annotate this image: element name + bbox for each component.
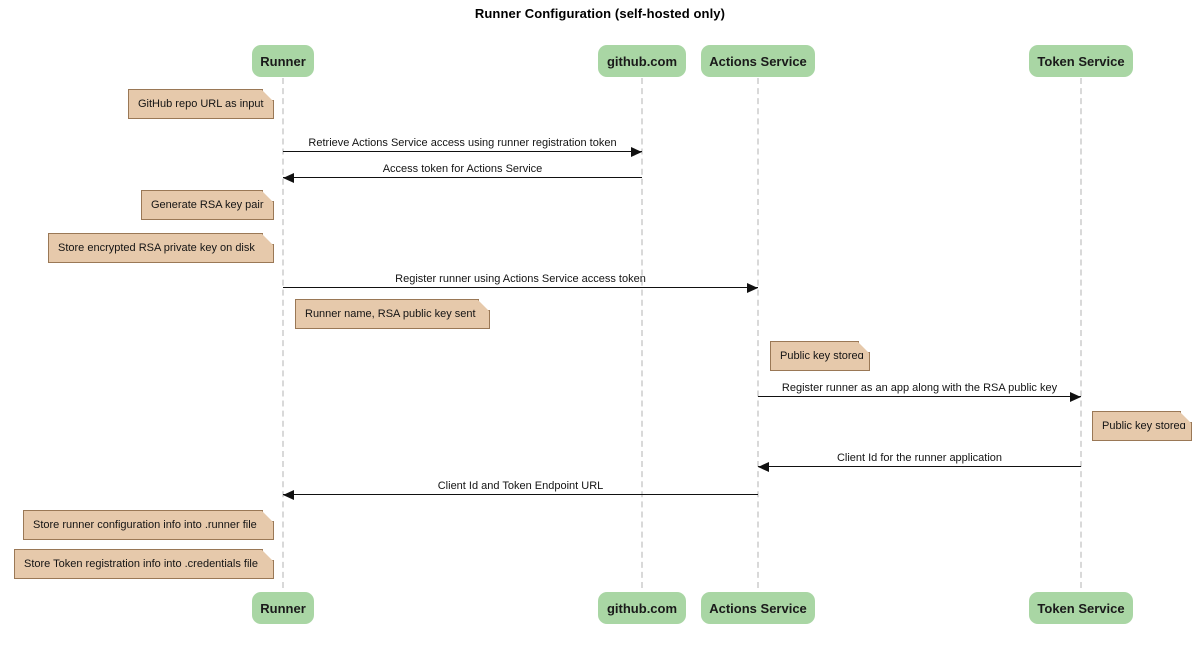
participant-label: github.com [606,53,678,69]
arrowhead-left-icon [283,173,294,183]
note-n4: Runner name, RSA public key sent [295,299,490,329]
lifeline-token [1080,78,1082,588]
message-line-m6 [283,490,758,500]
message-label-m2: Access token for Actions Service [382,163,543,175]
arrowhead-left-icon [283,490,294,500]
note-text: Public key stored [1102,420,1186,432]
note-n8: Store Token registration info into .cred… [14,549,274,579]
message-line-m1 [283,147,642,157]
note-fold-corner-icon [262,90,273,101]
message-label-m1: Retrieve Actions Service access using ru… [308,137,617,149]
message-line-m3 [283,283,758,293]
note-text: Public key stored [780,350,864,362]
note-n7: Store runner configuration info into .ru… [23,510,274,540]
note-n6: Public key stored [1092,411,1192,441]
message-line-m5 [758,462,1081,472]
message-label-m4: Register runner as an app along with the… [781,382,1058,394]
lifeline-github [641,78,643,588]
note-text: Runner name, RSA public key sent [305,308,476,320]
arrowhead-right-icon [1070,392,1081,402]
participant-label: Token Service [1037,53,1125,69]
note-fold-corner-icon [262,550,273,561]
note-text: Generate RSA key pair [151,199,264,211]
participant-token-top[interactable]: Token Service [1029,45,1133,77]
participant-github-top[interactable]: github.com [598,45,686,77]
participant-actions-bottom[interactable]: Actions Service [701,592,815,624]
note-n5: Public key stored [770,341,870,371]
message-line-m4 [758,392,1081,402]
note-fold-corner-icon [478,300,489,311]
note-fold-corner-icon [262,234,273,245]
page-title: Runner Configuration (self-hosted only) [474,6,726,21]
participant-label: Token Service [1037,600,1125,616]
note-n3: Store encrypted RSA private key on disk [48,233,274,263]
participant-actions-top[interactable]: Actions Service [701,45,815,77]
note-text: Store runner configuration info into .ru… [33,519,257,531]
message-label-m6: Client Id and Token Endpoint URL [437,480,604,492]
participant-label: Actions Service [709,53,807,69]
participant-label: Runner [260,53,306,69]
participant-token-bottom[interactable]: Token Service [1029,592,1133,624]
note-fold-corner-icon [858,342,869,353]
note-fold-corner-icon [1180,412,1191,423]
note-text: GitHub repo URL as input [138,98,264,110]
message-line-m2 [283,173,642,183]
participant-label: Runner [260,600,306,616]
note-fold-corner-icon [262,191,273,202]
arrowhead-left-icon [758,462,769,472]
lifeline-actions [757,78,759,588]
note-text: Store encrypted RSA private key on disk [58,242,255,254]
participant-runner-top[interactable]: Runner [252,45,314,77]
lifeline-runner [282,78,284,588]
message-label-m5: Client Id for the runner application [836,452,1003,464]
note-text: Store Token registration info into .cred… [24,558,258,570]
participant-label: github.com [606,600,678,616]
arrowhead-right-icon [631,147,642,157]
note-n2: Generate RSA key pair [141,190,274,220]
message-label-m3: Register runner using Actions Service ac… [395,273,646,285]
note-fold-corner-icon [262,511,273,522]
participant-label: Actions Service [709,600,807,616]
participant-runner-bottom[interactable]: Runner [252,592,314,624]
arrowhead-right-icon [747,283,758,293]
participant-github-bottom[interactable]: github.com [598,592,686,624]
note-n1: GitHub repo URL as input [128,89,274,119]
